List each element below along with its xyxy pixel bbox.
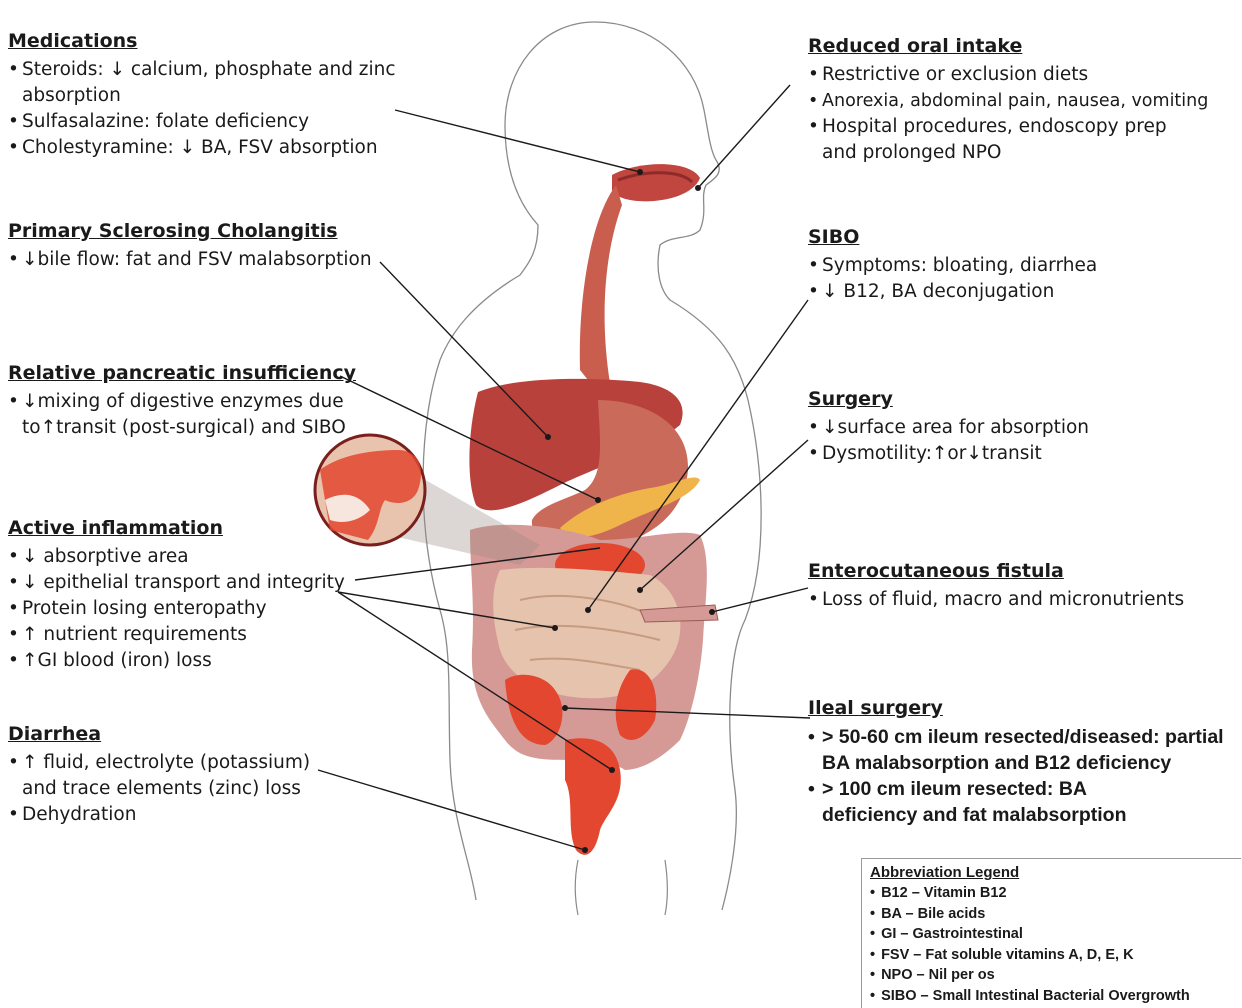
oral-intake-item: Anorexia, abdominal pain, nausea, vomiti… (808, 88, 1242, 114)
medications-item: Cholestyramine: ↓ BA, FSV absorption (8, 135, 408, 161)
inflammation-item: ↑GI blood (iron) loss (8, 648, 368, 674)
body-lower-right (665, 860, 667, 915)
body-lower-left (575, 860, 578, 915)
medications-block: Medications Steroids: ↓ calcium, phospha… (8, 30, 408, 161)
legend-item: SIBO – Small Intestinal Bacterial Overgr… (870, 986, 1233, 1007)
psc-block: Primary Sclerosing Cholangitis ↓bile flo… (8, 220, 408, 273)
surgery-item: Dysmotility:↑or↓transit (808, 441, 1228, 467)
oral-intake-item: Hospital procedures, endoscopy prep and … (808, 114, 1182, 166)
inflammation-block: Active inflammation ↓ absorptive area ↓ … (8, 517, 368, 674)
oral-intake-item: Restrictive or exclusion diets (808, 62, 1242, 88)
ileal-surgery-title: Ileal surgery (808, 697, 1233, 720)
diarrhea-item: ↑ fluid, electrolyte (potassium) and tra… (8, 750, 338, 802)
inflammation-item: ↑ nutrient requirements (8, 622, 368, 648)
psc-title: Primary Sclerosing Cholangitis (8, 220, 408, 243)
surgery-block: Surgery ↓surface area for absorption Dys… (808, 388, 1228, 467)
abbreviation-legend: Abbreviation Legend B12 – Vitamin B12 BA… (861, 858, 1241, 1008)
inflammation-item: Protein losing enteropathy (8, 596, 368, 622)
diarrhea-title: Diarrhea (8, 723, 338, 746)
medications-item: Sulfasalazine: folate deficiency (8, 109, 408, 135)
psc-item: ↓bile flow: fat and FSV malabsorption (8, 247, 408, 273)
ileal-surgery-item: > 50-60 cm ileum resected/diseased: part… (808, 724, 1233, 776)
medications-item: Steroids: ↓ calcium, phosphate and zinc … (8, 57, 408, 109)
pancreatic-block: Relative pancreatic insufficiency ↓mixin… (8, 362, 378, 441)
surgery-title: Surgery (808, 388, 1228, 411)
sibo-item: ↓ B12, BA deconjugation (808, 279, 1228, 305)
legend-title: Abbreviation Legend (870, 864, 1233, 882)
inflammation-item: ↓ epithelial transport and integrity (8, 570, 368, 596)
esophagus (580, 185, 622, 395)
mouth (612, 164, 700, 201)
legend-item: B12 – Vitamin B12 (870, 883, 1233, 904)
legend-item: BA – Bile acids (870, 904, 1233, 925)
fistula-title: Enterocutaneous fistula (808, 560, 1238, 583)
ileal-surgery-block: Ileal surgery > 50-60 cm ileum resected/… (808, 697, 1233, 828)
legend-item: GI – Gastrointestinal (870, 924, 1233, 945)
oral-intake-block: Reduced oral intake Restrictive or exclu… (808, 35, 1242, 166)
diarrhea-item: Dehydration (8, 802, 338, 828)
inflammation-title: Active inflammation (8, 517, 368, 540)
pancreatic-title: Relative pancreatic insufficiency (8, 362, 378, 385)
sibo-title: SIBO (808, 226, 1228, 249)
inflammation-item: ↓ absorptive area (8, 544, 368, 570)
oral-intake-title: Reduced oral intake (808, 35, 1242, 58)
diarrhea-block: Diarrhea ↑ fluid, electrolyte (potassium… (8, 723, 338, 828)
rectum (565, 738, 621, 855)
sibo-item: Symptoms: bloating, diarrhea (808, 253, 1228, 279)
medications-title: Medications (8, 30, 408, 53)
pancreatic-item: ↓mixing of digestive enzymes due to↑tran… (8, 389, 378, 441)
legend-item: FSV – Fat soluble vitamins A, D, E, K (870, 945, 1233, 966)
sibo-block: SIBO Symptoms: bloating, diarrhea ↓ B12,… (808, 226, 1228, 305)
ileal-surgery-item: > 100 cm ileum resected: BA deficiency a… (808, 776, 1152, 828)
legend-item: NPO – Nil per os (870, 965, 1233, 986)
fistula-block: Enterocutaneous fistula Loss of fluid, m… (808, 560, 1238, 613)
surgery-item: ↓surface area for absorption (808, 415, 1228, 441)
fistula-item: Loss of fluid, macro and micronutrients (808, 587, 1238, 613)
